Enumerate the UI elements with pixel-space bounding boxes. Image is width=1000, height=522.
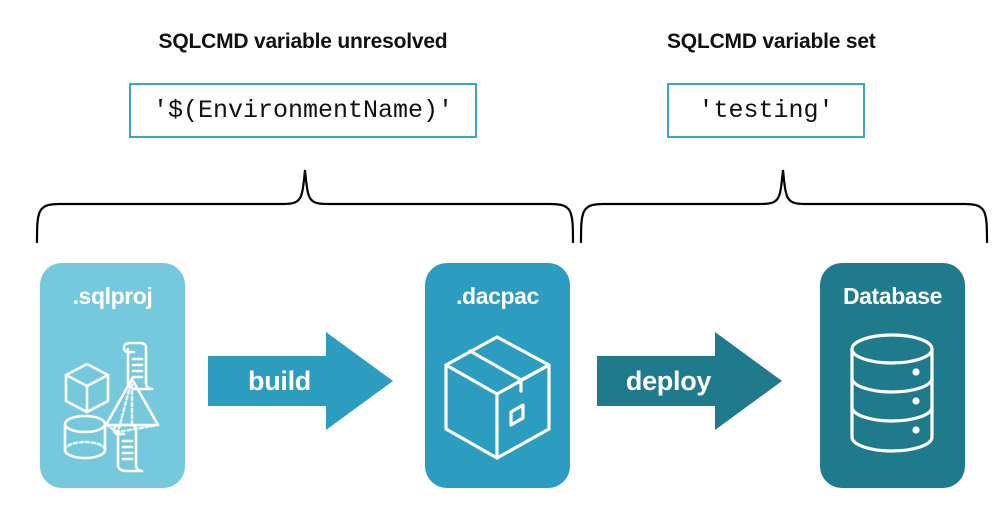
- curly-brace-left-icon: [35, 169, 575, 244]
- database-cylinder-icon: [850, 333, 934, 453]
- project-artifacts-icon: [63, 341, 160, 473]
- card-sqlproj: .sqlproj: [40, 263, 185, 488]
- arrow-build: build: [208, 332, 393, 430]
- caption-sqlcmd-unresolved: SQLCMD variable unresolved: [158, 30, 448, 53]
- arrow-right-deploy-icon: [597, 332, 782, 430]
- curly-brace-right-icon: [579, 169, 989, 244]
- package-box-icon: [444, 335, 551, 460]
- card-database-label: Database: [842, 283, 943, 309]
- caption-sqlcmd-set: SQLCMD variable set: [667, 30, 876, 53]
- value-box-unresolved-variable: '$(EnvironmentName)': [129, 83, 477, 138]
- value-box-resolved-variable: 'testing': [667, 83, 865, 138]
- card-sqlproj-label: .sqlproj: [72, 283, 153, 309]
- card-database: Database: [820, 263, 965, 488]
- arrow-right-build-icon: [208, 332, 393, 430]
- card-dacpac: .dacpac: [425, 263, 570, 488]
- card-dacpac-label: .dacpac: [456, 283, 539, 309]
- arrow-deploy: deploy: [597, 332, 782, 430]
